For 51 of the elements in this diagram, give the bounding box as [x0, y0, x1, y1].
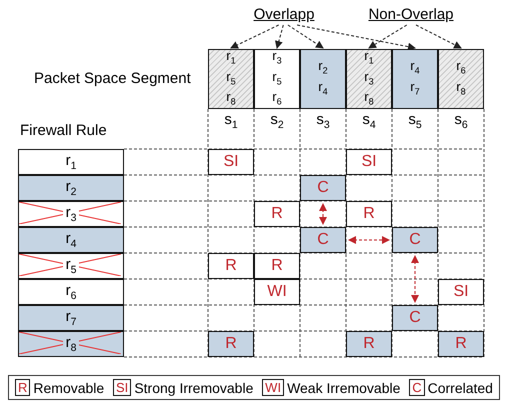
arrow — [230, 24, 280, 49]
legend-symbol: WI — [262, 379, 284, 396]
arrow — [296, 24, 416, 51]
status-box: C — [392, 227, 438, 253]
group-heading: Non-Overlap — [365, 6, 457, 23]
segment-box: r$_{4}$ r$_{7}$ — [392, 49, 438, 109]
legend-label: Removable — [33, 380, 104, 396]
group-heading: Overlapp — [248, 6, 320, 23]
column-heading: Firewall Rule — [20, 122, 107, 139]
status-box: R — [438, 331, 484, 357]
rule-box: r$_{5}$ — [18, 253, 124, 279]
status-box: R — [254, 201, 300, 227]
legend-label: Weak Irremovable — [287, 380, 400, 396]
segment-label: s$_{4}$ — [361, 111, 377, 131]
legend-label: Correlated — [428, 380, 493, 396]
segment-label: s$_{2}$ — [269, 111, 285, 131]
status-box: R — [208, 331, 254, 357]
legend-symbol: SI — [113, 379, 132, 396]
segment-label: s$_{6}$ — [453, 111, 469, 131]
status-box: R — [346, 201, 392, 227]
status-box: R — [254, 253, 300, 279]
rule-box: r$_{8}$ — [18, 331, 124, 357]
row-heading: Packet Space Segment — [34, 70, 191, 87]
segment-box: r$_{3}$ r$_{5}$ r$_{6}$ — [254, 49, 300, 109]
arrow — [275, 24, 284, 49]
status-box: R — [346, 331, 392, 357]
segment-label: s$_{3}$ — [315, 111, 331, 131]
status-box: SI — [346, 149, 392, 175]
rule-box: r$_{3}$ — [18, 201, 124, 227]
arrow — [368, 24, 408, 49]
status-box: SI — [438, 279, 484, 305]
segment-label: s$_{5}$ — [407, 111, 423, 131]
segment-box: r$_{1}$ r$_{5}$ r$_{8}$ — [208, 49, 254, 109]
segment-box: r$_{6}$ r$_{8}$ — [438, 49, 484, 109]
status-box: R — [208, 253, 254, 279]
arrow — [287, 24, 324, 49]
arrow — [416, 24, 462, 48]
segment-label: s$_{1}$ — [223, 111, 239, 131]
segment-box: r$_{1}$ r$_{3}$ r$_{8}$ — [346, 49, 392, 109]
double-arrow — [319, 203, 327, 225]
double-arrow — [348, 236, 390, 244]
legend-label: Strong Irremovable — [134, 380, 254, 396]
double-arrow — [411, 255, 419, 303]
status-box: WI — [254, 279, 300, 305]
legend-symbol: R — [15, 379, 30, 396]
status-box: C — [300, 227, 346, 253]
status-box: SI — [208, 149, 254, 175]
segment-box: r$_{2}$ r$_{4}$ — [300, 49, 346, 109]
status-box: C — [300, 175, 346, 201]
legend-symbol: C — [409, 379, 425, 396]
status-box: C — [392, 305, 438, 331]
